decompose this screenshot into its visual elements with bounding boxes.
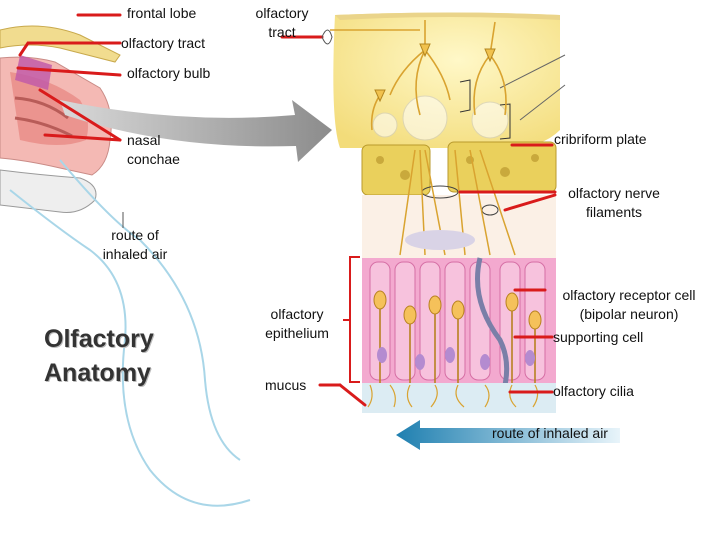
label-nasal-conchae-line1: nasal (127, 132, 161, 148)
label-olfactory-receptor-cell-line1: olfactory receptor cell (562, 287, 696, 303)
label-olfactory-epithelium-line1: olfactory (270, 306, 324, 322)
mitral-neurons (330, 20, 507, 131)
label-route-inhaled-air-left-line2: inhaled air (102, 246, 168, 262)
label-olfactory-receptor-cell-line2: (bipolar neuron) (579, 306, 679, 322)
label-cribriform-plate: cribriform plate (554, 131, 647, 147)
page-title-line2: Anatomy (44, 359, 151, 387)
label-nasal-conchae-line2: conchae (127, 151, 180, 167)
label-supporting-cell: supporting cell (553, 329, 644, 345)
epithelium-bracket (343, 256, 360, 383)
cribriform-plate-bone (361, 141, 557, 196)
olfactory-epithelium-tissue (362, 257, 556, 386)
page-title: Olfactory Anatomy (44, 322, 154, 390)
cilia (367, 384, 539, 408)
label-olfactory-epithelium: olfactory epithelium (255, 305, 339, 343)
pointer-lines (16, 13, 557, 407)
supporting-cell-nuclei (377, 347, 535, 370)
label-route-inhaled-air-left: route of inhaled air (90, 226, 180, 264)
label-olfactory-tract-left: olfactory tract (121, 35, 206, 51)
label-frontal-lobe: frontal lobe (127, 5, 197, 21)
label-olfactory-bulb: olfactory bulb (127, 65, 211, 81)
label-olfactory-tract-top: olfactory tract (243, 4, 321, 42)
mucus-layer (362, 383, 556, 413)
label-olfactory-nerve-filaments-line2: filaments (585, 204, 643, 220)
zoom-arrow (60, 100, 332, 162)
label-olfactory-epithelium-line2: epithelium (265, 325, 329, 341)
label-route-inhaled-air-bottom: route of inhaled air (492, 425, 608, 441)
receptor-neurons (373, 290, 542, 385)
label-olfactory-nerve-filaments: olfactory nerve filaments (552, 184, 676, 222)
label-mucus: mucus (265, 377, 307, 393)
label-olfactory-cilia: olfactory cilia (553, 383, 634, 399)
inhaled-air-arrow (396, 420, 620, 450)
label-olfactory-nerve-filaments-line1: olfactory nerve (568, 185, 660, 201)
label-olfactory-tract-top-line1: olfactory (255, 5, 309, 21)
label-olfactory-tract-top-line2: tract (268, 24, 296, 40)
label-olfactory-receptor-cell: olfactory receptor cell (bipolar neuron) (544, 286, 714, 324)
label-route-inhaled-air-left-line1: route of (111, 227, 159, 243)
head-section (0, 25, 251, 507)
bowmans-gland (405, 230, 475, 250)
page-title-line1: Olfactory (44, 325, 154, 353)
olfactory-bulb-region (333, 12, 566, 149)
neuron-cell-bodies (374, 43, 496, 103)
label-nasal-conchae: nasal conchae (127, 131, 180, 169)
leader-lines (122, 29, 333, 228)
